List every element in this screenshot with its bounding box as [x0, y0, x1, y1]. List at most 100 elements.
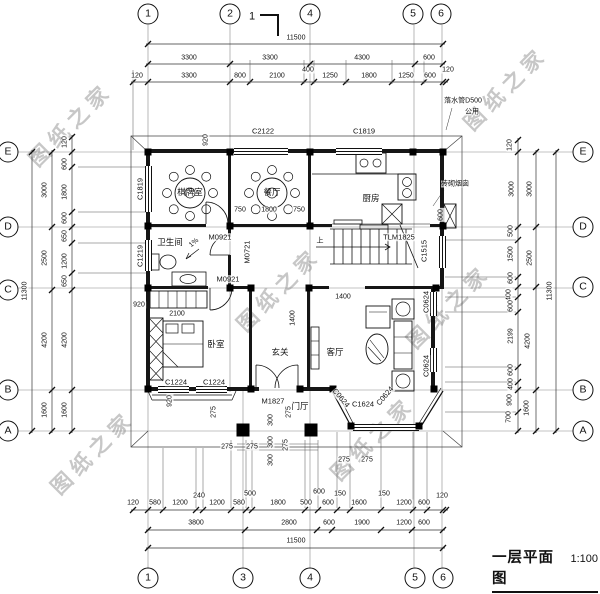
column [144, 148, 152, 156]
dimension-label: 500 [243, 490, 257, 498]
dimension-label: 120 [126, 499, 140, 507]
window-C2122 [234, 148, 288, 155]
dimension-label: 600 [417, 499, 431, 507]
note-label: 落水管D500 [444, 97, 482, 105]
dimension-label: 300 [267, 453, 275, 467]
opening-label: C1219 [135, 244, 145, 268]
grid-bubble-left-D: D [0, 216, 19, 238]
dimension-label: 600 [322, 519, 336, 527]
wall-foyer-east [307, 286, 310, 390]
dimension-label: 1200 [171, 499, 189, 507]
dimension-label: 1800 [260, 206, 278, 214]
dimension-label: 3300 [261, 54, 279, 62]
dimension-label: 1400 [289, 309, 297, 327]
window-C0624-a [430, 292, 437, 316]
wall-bath-east-b [228, 255, 231, 288]
opening-label: C2122 [251, 126, 275, 136]
dimension-label: 600 [61, 157, 69, 171]
column [226, 148, 234, 156]
dimension-label: 500 [507, 224, 515, 238]
opening-label: C0624 [421, 290, 431, 314]
dimension-label: 240 [192, 492, 206, 500]
dimension-label: 600 [417, 519, 431, 527]
wall-c-mid [232, 286, 252, 289]
dimension-label: 1400 [334, 293, 352, 301]
column [415, 422, 423, 430]
note-label: 上 [316, 237, 324, 245]
dimension-label: 400 [507, 377, 515, 391]
window-C1224-b [196, 386, 227, 393]
room-label: 卫生间 [157, 236, 183, 247]
window-C1224-a [158, 386, 189, 393]
room-label: 门厅 [291, 400, 309, 411]
column [144, 222, 152, 230]
watermark: 图纸之家 [24, 78, 118, 172]
dimension-label: 1250 [321, 72, 339, 80]
dimension-label: 1200 [61, 252, 69, 270]
grid-bubble-right-E: E [572, 141, 594, 163]
opening-label: C0624 [330, 386, 352, 410]
dimension-label: 1900 [353, 519, 371, 527]
dimension-label: 150 [377, 490, 391, 498]
column [226, 222, 234, 230]
window-C1624-bay [353, 424, 419, 431]
dimension-label: 1800 [61, 183, 69, 201]
room-label: 餐厅 [263, 186, 281, 197]
window-C0624-b [430, 348, 437, 372]
dimension-label: 2800 [280, 519, 298, 527]
dimension-label: 600 [437, 208, 445, 222]
dimension-label: 120 [61, 135, 69, 149]
opening-label: M0921 [208, 232, 232, 242]
grid-bubble-bottom-1: 1 [137, 567, 159, 589]
dimension-label: 800 [233, 72, 247, 80]
dimension-label: 3300 [180, 72, 198, 80]
wall-living-north-b [365, 286, 435, 289]
window-C1515 [439, 236, 446, 268]
dimension-label: 600 [312, 488, 326, 496]
wall-east-living [431, 286, 435, 391]
dimension-label: 900 [506, 393, 514, 407]
column [144, 385, 152, 393]
column [439, 222, 447, 230]
window-C1219 [145, 240, 152, 271]
dimension-label: 1600 [41, 401, 49, 419]
opening-label: M1827 [261, 396, 285, 406]
dimension-label: 2500 [526, 249, 534, 267]
opening-label: C1624 [351, 399, 375, 409]
dimension-label: 600 [507, 271, 515, 285]
grid-bubble-top-1: 1 [137, 3, 159, 25]
grid-bubble-left-E: E [0, 141, 19, 163]
dimension-label: 1600 [61, 401, 69, 419]
opening-label: C0624 [421, 354, 431, 378]
dimension-label: 2100 [268, 72, 286, 80]
dimension-label: 275 [210, 405, 218, 419]
dimension-label: 920 [132, 301, 146, 309]
column [347, 422, 355, 430]
wall-d-right [430, 224, 444, 227]
column [306, 148, 314, 156]
wall-c-left [146, 286, 208, 289]
section-mark-label: 1 [248, 10, 256, 23]
dimension-label: 3800 [187, 519, 205, 527]
grid-bubble-bottom-5: 5 [404, 567, 426, 589]
grid-bubble-right-A: A [572, 420, 594, 442]
room-label: 卧室 [207, 338, 225, 349]
dimension-label: 4300 [353, 54, 371, 62]
dimension-label: 2500 [41, 249, 49, 267]
opening-label: C1224 [164, 377, 188, 387]
opening-label: M0921 [216, 274, 240, 284]
note-label: 砖砌烟囱 [441, 180, 469, 188]
column [247, 385, 255, 393]
note-label: 1% [187, 237, 201, 249]
wall-d-mid [228, 224, 332, 227]
watermark: 图纸之家 [459, 42, 553, 136]
opening-label: C1224 [202, 377, 226, 387]
dimension-label: 120 [130, 72, 144, 80]
column [296, 385, 304, 393]
room-label: 棋牌室 [177, 186, 203, 197]
dimension-label: 11300 [21, 280, 29, 302]
dimension-label: 11500 [285, 537, 307, 545]
dimension-label: 600 [422, 54, 436, 62]
dimension-label: 580 [232, 499, 246, 507]
dimension-label: 3000 [41, 181, 49, 199]
